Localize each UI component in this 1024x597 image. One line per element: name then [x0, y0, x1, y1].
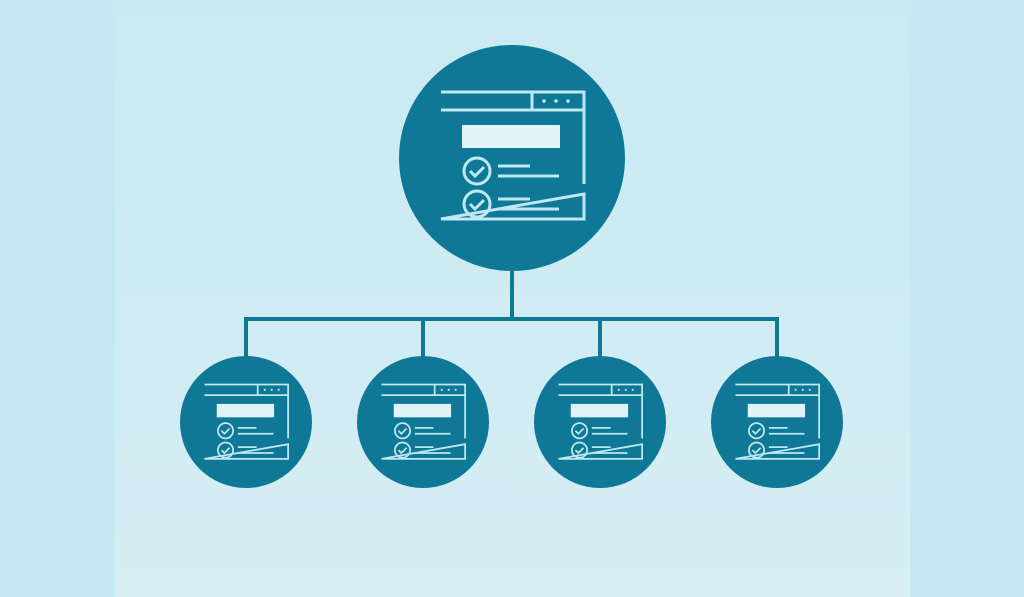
- child-node: [180, 356, 312, 488]
- child-node: [534, 356, 666, 488]
- connectors: [244, 265, 779, 360]
- root-node: [399, 45, 625, 271]
- child-node: [357, 356, 489, 488]
- child-node: [711, 356, 843, 488]
